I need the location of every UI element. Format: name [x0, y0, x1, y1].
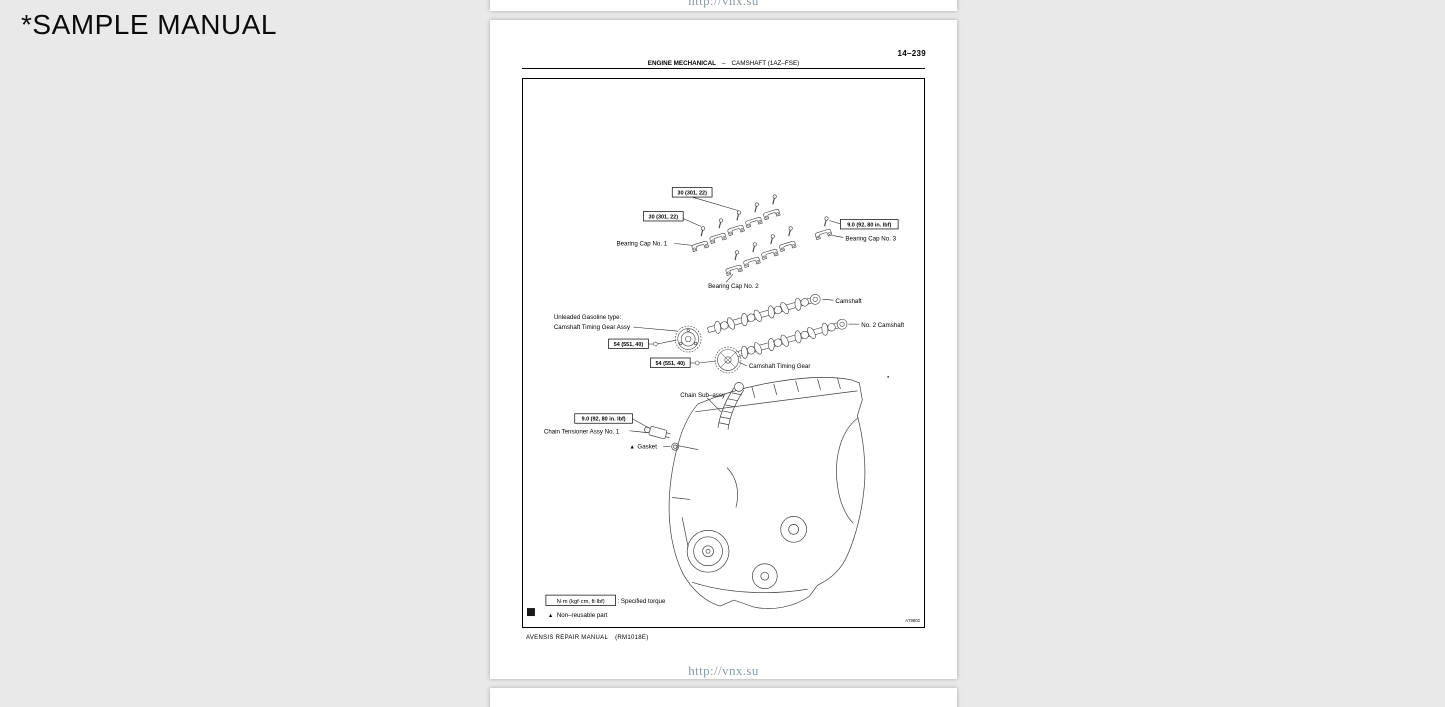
label-unleaded-line2: Camshaft Timing Gear Assy	[554, 324, 631, 331]
stray-dot	[887, 376, 890, 378]
part-labels: Bearing Cap No. 1 Bearing Cap No. 3 Bear…	[544, 235, 904, 450]
page-above: http://vnx.su	[490, 0, 957, 11]
header-rule	[522, 68, 925, 70]
camshaft-drawing	[705, 291, 823, 337]
chain-drawing	[717, 382, 745, 430]
torque-value: 30 (301, 22)	[677, 191, 707, 197]
non-reusable-triangle-icon: ▲	[629, 445, 634, 451]
torque-box-54b: 54 (551, 40)	[650, 357, 691, 368]
label-camshaft-timing-gear: Camshaft Timing Gear	[749, 363, 811, 370]
exploded-diagram: 30 (301, 22) 30 (301, 22) 9.0 (92, 80 in…	[526, 187, 921, 623]
label-bearing-cap-2: Bearing Cap No. 2	[708, 283, 759, 290]
label-bearing-cap-3: Bearing Cap No. 3	[845, 235, 896, 242]
manual-page: 14–239 ENGINE MECHANICAL–CAMSHAFT (1AZ–F…	[490, 20, 957, 679]
torque-box-30a: 30 (301, 22)	[671, 187, 713, 198]
no2-camshaft-drawing	[732, 316, 849, 362]
torque-value: 54 (551, 40)	[656, 361, 686, 367]
diagram-frame: 30 (301, 22) 30 (301, 22) 9.0 (92, 80 in…	[522, 78, 925, 628]
gasket-drawing	[671, 442, 680, 451]
bearing-cap-3-drawing	[814, 228, 833, 240]
figure-code: A79802	[905, 618, 920, 623]
legend-specified-torque: : Specified torque	[618, 598, 666, 605]
legend-triangle-icon: ▲	[548, 613, 553, 619]
watermark-url-bottom: http://vnx.su	[688, 663, 759, 678]
torque-box-9b: 9.0 (92, 80 in. lbf)	[574, 413, 633, 424]
header-separator: –	[721, 60, 726, 67]
label-chain-sub-assy: Chain Sub–assy	[680, 392, 726, 399]
leader-lines	[629, 196, 860, 447]
page-below	[490, 688, 957, 707]
footer-title: AVENSIS REPAIR MANUAL	[526, 635, 609, 641]
header-topic: CAMSHAFT (1AZ–FSE)	[731, 60, 800, 67]
legend-torque-box-outline	[545, 594, 616, 606]
torque-value: 9.0 (92, 80 in. lbf)	[847, 222, 891, 228]
page-footer: AVENSIS REPAIR MANUAL (RM1018E)	[526, 635, 649, 641]
label-camshaft: Camshaft	[835, 298, 862, 305]
legend: N·m (kgf·cm, ft·lbf) : Specified torque …	[545, 594, 666, 619]
bolts-drawing	[698, 193, 830, 262]
chain-tensioner-drawing	[644, 426, 671, 440]
sample-manual-heading: *SAMPLE MANUAL	[21, 9, 277, 40]
torque-spec-boxes: 30 (301, 22) 30 (301, 22) 9.0 (92, 80 in…	[574, 187, 899, 424]
torque-box-9a: 9.0 (92, 80 in. lbf)	[840, 219, 899, 230]
torque-box-54a: 54 (551, 40)	[608, 338, 649, 349]
torque-value: 30 (301, 22)	[649, 214, 679, 220]
label-gasket: Gasket	[637, 444, 657, 451]
torque-value: 54 (551, 40)	[614, 342, 644, 348]
watermark-url-top: http://vnx.su	[688, 0, 759, 8]
torque-value: 9.0 (92, 80 in. lbf)	[582, 417, 626, 423]
legend-torque-unit: N·m (kgf·cm, ft·lbf)	[557, 599, 605, 605]
label-unleaded-line1: Unleaded Gasoline type:	[554, 314, 622, 321]
label-no2-camshaft: No. 2 Camshaft	[861, 322, 904, 329]
bearing-caps-row1	[691, 208, 781, 252]
legend-non-reusable: Non–reusable part	[557, 612, 608, 619]
publisher-mark-icon	[526, 608, 535, 617]
header-section: ENGINE MECHANICAL	[647, 60, 716, 67]
label-bearing-cap-1: Bearing Cap No. 1	[617, 240, 668, 247]
camshaft-timing-gear-assy-drawing	[674, 325, 702, 353]
engine-block-drawing	[668, 377, 866, 609]
torque-box-30b: 30 (301, 22)	[643, 211, 684, 222]
camshaft-timing-gear-drawing	[714, 346, 742, 374]
label-chain-tensioner: Chain Tensioner Assy No. 1	[544, 429, 620, 436]
page-header: ENGINE MECHANICAL–CAMSHAFT (1AZ–FSE)	[522, 60, 925, 67]
footer-code: (RM1018E)	[615, 635, 649, 641]
page-number: 14–239	[897, 49, 926, 58]
